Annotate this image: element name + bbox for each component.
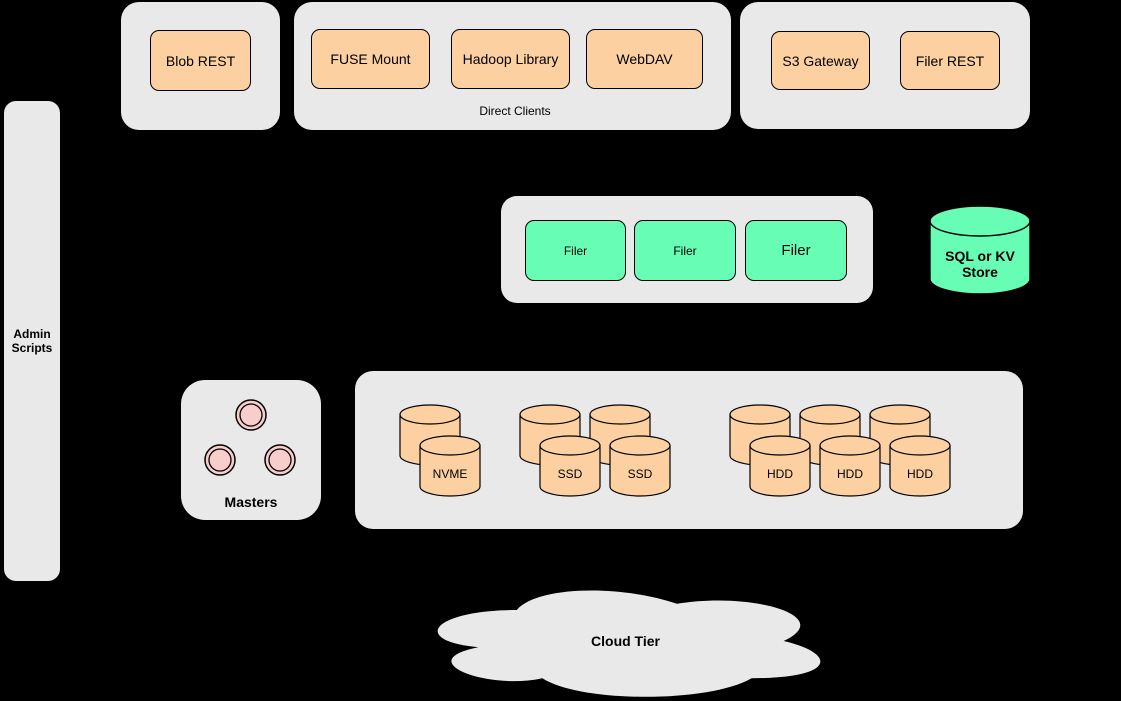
svg-text:HDD: HDD (907, 467, 933, 481)
svg-text:HDD: HDD (837, 467, 863, 481)
svg-text:SSD: SSD (628, 467, 653, 481)
svg-text:NVME: NVME (433, 467, 468, 481)
svg-text:SSD: SSD (558, 467, 583, 481)
svg-text:HDD: HDD (767, 467, 793, 481)
